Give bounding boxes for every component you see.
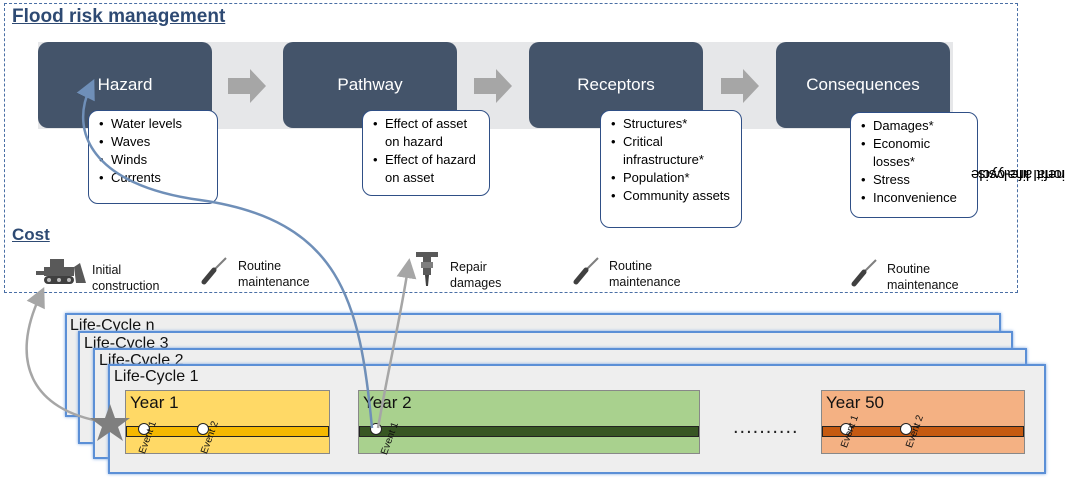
- list-item: Effect of asset on hazard: [373, 115, 483, 151]
- stage-pathway-label: Pathway: [337, 75, 403, 94]
- event-marker: [840, 423, 852, 435]
- list-item: Waves: [99, 133, 211, 151]
- year-label: Year 1: [130, 393, 179, 412]
- jackhammer-icon: [416, 252, 438, 286]
- list-item: Inconvenience: [861, 189, 971, 207]
- list-item: Effect of hazard on asset: [373, 151, 483, 187]
- event-to-hazard-arrow: [76, 78, 374, 429]
- lifecycle-label: Life-Cycle 1: [114, 368, 199, 385]
- star-icon: [90, 404, 130, 441]
- year-50-track: [822, 426, 1024, 437]
- year-1-track: [126, 426, 329, 437]
- list-item: Structures*: [611, 115, 735, 133]
- list-item: Currents: [99, 169, 211, 187]
- ellipsis: ..........: [733, 416, 799, 438]
- year-2-track: [359, 426, 699, 437]
- event-marker: [900, 423, 912, 435]
- list-item: Community assets: [611, 187, 735, 205]
- flow-arrow-icon: [721, 69, 759, 103]
- cost-label: Initial construction: [92, 263, 160, 293]
- list-item: Water levels: [99, 115, 211, 133]
- year-label: Year 50: [826, 393, 884, 412]
- lifecycle-label: Life-Cycle n: [70, 317, 155, 334]
- stage-hazard-label: Hazard: [97, 75, 153, 94]
- screwdriver-icon: [201, 257, 227, 285]
- list-item: Damages*: [861, 117, 971, 135]
- flow-arrow-icon: [474, 69, 512, 103]
- screwdriver-icon: [573, 257, 599, 285]
- cost-title: Cost: [12, 225, 50, 244]
- year-2-box: Year 2: [358, 390, 700, 454]
- stage-consequences-label: Consequences: [806, 75, 920, 94]
- list-item: Population*: [611, 169, 735, 187]
- flow-arrow-icon: [228, 69, 266, 103]
- receptors-list: Structures* Critical infrastructure* Pop…: [600, 110, 742, 228]
- bulldozer-icon: [36, 259, 86, 284]
- lifecycle-label: Life-Cycle 3: [84, 335, 169, 352]
- year-50-box: Year 50: [821, 390, 1025, 454]
- stage-receptors-label: Receptors: [577, 75, 655, 94]
- year-1-box: Year 1: [125, 390, 330, 454]
- list-item: Stress: [861, 171, 971, 189]
- list-item: Economic losses*: [861, 135, 971, 171]
- hazard-list: Water levels Waves Winds Currents: [88, 110, 218, 204]
- cost-label: Routine maintenance: [887, 262, 959, 292]
- flood-risk-management-frame: [4, 3, 1018, 293]
- diagram-title: Flood risk management: [12, 6, 226, 27]
- cost-label: Routine maintenance: [238, 259, 310, 289]
- screwdriver-icon: [851, 259, 877, 287]
- initial-construction-arrow: [25, 286, 105, 424]
- cost-label: Routine maintenance: [609, 259, 681, 289]
- event-marker: [138, 423, 150, 435]
- pathway-list: Effect of asset on hazard Effect of haza…: [362, 110, 490, 196]
- list-item: Critical infrastructure*: [611, 133, 735, 169]
- event-marker: [197, 423, 209, 435]
- event-to-repair-arrow: [376, 258, 417, 429]
- consequences-list: Damages* Economic losses* Stress Inconve…: [850, 112, 978, 218]
- year-label: Year 2: [363, 393, 412, 412]
- cost-label: Repair damages: [450, 260, 502, 290]
